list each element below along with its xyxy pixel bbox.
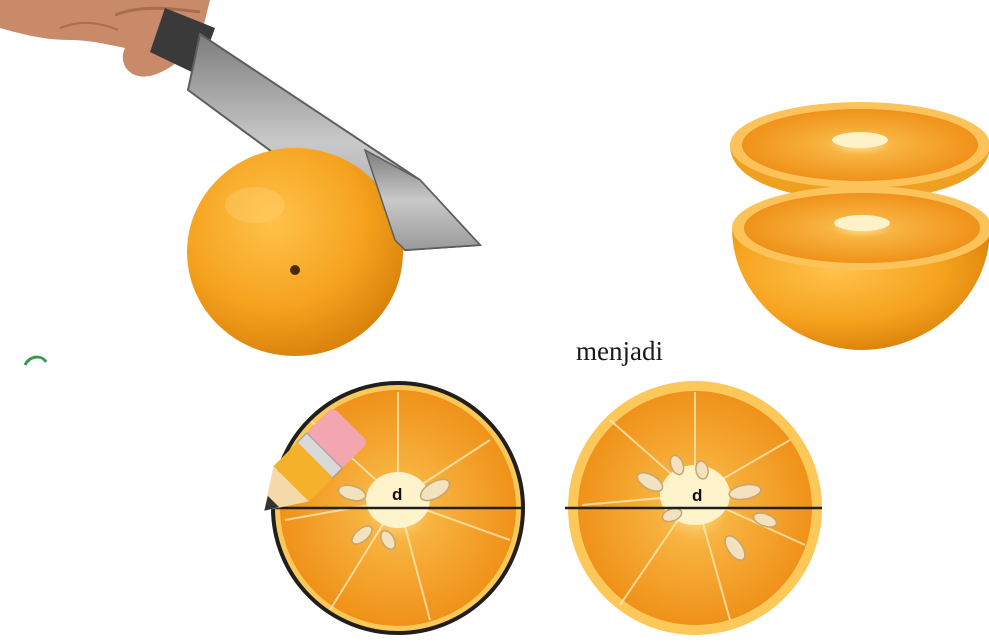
green-mark (25, 357, 46, 365)
orange-half-bottom (732, 186, 989, 350)
diameter-label-right: d (692, 486, 702, 505)
orange-half-top (730, 102, 989, 200)
caption-text: menjadi (576, 336, 663, 367)
diameter-label-left: d (392, 485, 402, 504)
orange-slice-left: d (265, 381, 525, 635)
orange-slice-right: d (565, 381, 822, 635)
whole-orange (187, 148, 403, 356)
